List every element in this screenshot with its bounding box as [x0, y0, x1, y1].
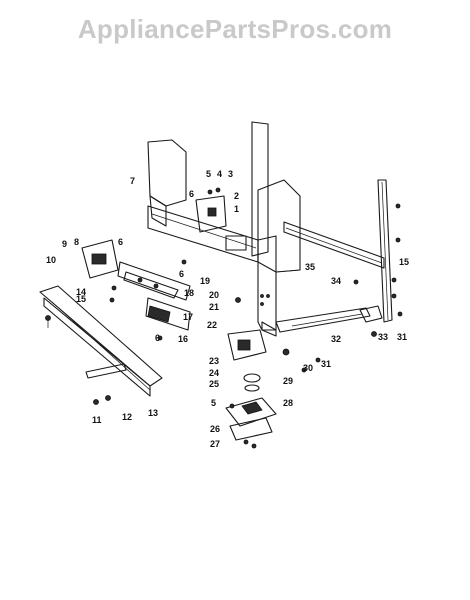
- bracket-part-1: [195, 187, 227, 233]
- callout-c1: 1: [234, 204, 239, 214]
- callout-c23: 23: [209, 356, 219, 366]
- main-frame: [147, 121, 301, 337]
- callout-c35: 35: [305, 262, 315, 272]
- callout-c22: 22: [207, 320, 217, 330]
- callout-c2: 2: [234, 191, 239, 201]
- callout-c29: 29: [283, 376, 293, 386]
- callout-c13: 13: [148, 408, 158, 418]
- callout-c3: 3: [228, 169, 233, 179]
- callout-c20: 20: [209, 290, 219, 300]
- callout-c8: 8: [74, 237, 79, 247]
- callout-c24: 24: [209, 368, 219, 378]
- callout-c12: 12: [122, 412, 132, 422]
- callout-c6a: 6: [189, 189, 194, 199]
- callout-c25: 25: [209, 379, 219, 389]
- callout-c28: 28: [283, 398, 293, 408]
- callout-c9: 9: [62, 239, 67, 249]
- callout-c27: 27: [210, 439, 220, 449]
- control-assembly: [81, 239, 191, 301]
- callout-c5b: 5: [211, 398, 216, 408]
- callout-c18: 18: [184, 288, 194, 298]
- hinge-assembly: [225, 329, 290, 441]
- callout-c6c: 6: [179, 269, 184, 279]
- callout-c4: 4: [217, 169, 222, 179]
- callout-c21: 21: [209, 302, 219, 312]
- callout-c15b: 15: [399, 257, 409, 267]
- callout-c19: 19: [200, 276, 210, 286]
- callout-c33: 33: [378, 332, 388, 342]
- callout-c5a: 5: [206, 169, 211, 179]
- callout-c30: 30: [303, 363, 313, 373]
- panel-17: [145, 297, 191, 331]
- callout-c7: 7: [130, 176, 135, 186]
- callout-c17: 17: [183, 312, 193, 322]
- callout-c31b: 31: [397, 332, 407, 342]
- lower-panel-13: [39, 285, 163, 397]
- callout-c14: 14: [76, 287, 86, 297]
- side-rail-33: [377, 179, 393, 323]
- callout-c6b: 6: [118, 237, 123, 247]
- callout-c31a: 31: [321, 359, 331, 369]
- rail-35: [283, 221, 385, 269]
- callout-c11: 11: [92, 415, 102, 425]
- callout-c16: 16: [178, 334, 188, 344]
- callout-c15a: 15: [76, 294, 86, 304]
- callout-c32: 32: [331, 334, 341, 344]
- callout-c6d: 6: [155, 333, 160, 343]
- fasteners: [45, 203, 403, 449]
- watermark-text: AppliancePartsPros.com: [77, 14, 393, 44]
- callout-c10: 10: [46, 255, 56, 265]
- bottom-rail-32: [275, 305, 383, 333]
- callout-c34: 34: [331, 276, 341, 286]
- callout-c26: 26: [210, 424, 220, 434]
